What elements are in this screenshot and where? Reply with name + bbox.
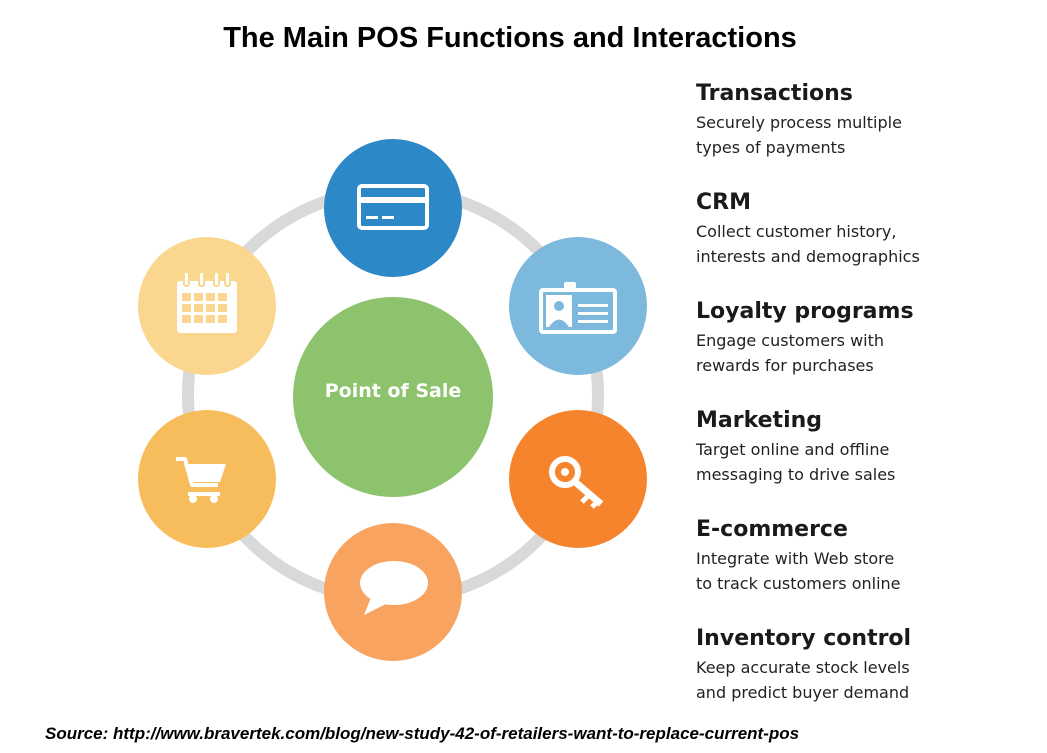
- function-description: Engage customers with rewards for purcha…: [696, 328, 1036, 378]
- function-description: Securely process multiple types of payme…: [696, 110, 1036, 160]
- function-title: Inventory control: [696, 626, 912, 651]
- function-item-loyalty: Loyalty programs Engage customers with r…: [696, 298, 1036, 378]
- credit-card-icon: [357, 184, 429, 230]
- function-description-line: Keep accurate stock levels: [696, 658, 910, 677]
- function-item-crm: CRM Collect customer history, interests …: [696, 189, 1036, 269]
- node-marketing: [324, 523, 462, 661]
- function-item-marketing: Marketing Target online and offline mess…: [696, 407, 1036, 487]
- page-title: The Main POS Functions and Interactions: [223, 22, 797, 54]
- id-card-icon: [539, 282, 617, 334]
- center-circle: [293, 297, 493, 497]
- node-transactions: [324, 139, 462, 277]
- function-description-line: types of payments: [696, 138, 846, 157]
- function-description: Keep accurate stock levels and predict b…: [696, 655, 1036, 705]
- function-description-line: to track customers online: [696, 574, 901, 593]
- function-description-line: rewards for purchases: [696, 356, 874, 375]
- key-icon: [549, 456, 604, 509]
- function-title: CRM: [696, 190, 751, 215]
- node-crm: [509, 237, 647, 375]
- function-description: Collect customer history, interests and …: [696, 219, 1036, 269]
- function-description-line: Integrate with Web store: [696, 549, 895, 568]
- function-title: E-commerce: [696, 517, 848, 542]
- function-title: Transactions: [696, 81, 853, 106]
- speech-bubble-icon: [360, 561, 428, 615]
- function-description: Target online and offline messaging to d…: [696, 437, 1036, 487]
- shopping-cart-icon: [176, 457, 226, 503]
- pos-diagram: [138, 139, 647, 661]
- function-title: Marketing: [696, 408, 823, 433]
- node-inventory: [138, 237, 276, 375]
- function-item-ecommerce: E-commerce Integrate with Web store to t…: [696, 516, 1036, 596]
- function-description-line: messaging to drive sales: [696, 465, 896, 484]
- function-description-line: Securely process multiple: [696, 113, 902, 132]
- function-description: Integrate with Web store to track custom…: [696, 546, 1036, 596]
- node-loyalty: [509, 410, 647, 548]
- function-title: Loyalty programs: [696, 299, 914, 324]
- source-citation: Source: http://www.bravertek.com/blog/ne…: [45, 724, 800, 743]
- node-ecommerce: [138, 410, 276, 548]
- center-label: Point of Sale: [324, 380, 462, 402]
- function-description-line: Collect customer history,: [696, 222, 897, 241]
- calendar-icon: [177, 271, 237, 333]
- function-description-line: interests and demographics: [696, 247, 920, 266]
- function-description-line: Target online and offline: [696, 440, 890, 459]
- function-description-line: Engage customers with: [696, 331, 885, 350]
- function-item-inventory: Inventory control Keep accurate stock le…: [696, 625, 1036, 705]
- node-transactions-circle: [324, 139, 462, 277]
- function-description-line: and predict buyer demand: [696, 683, 910, 702]
- function-item-transactions: Transactions Securely process multiple t…: [696, 80, 1036, 160]
